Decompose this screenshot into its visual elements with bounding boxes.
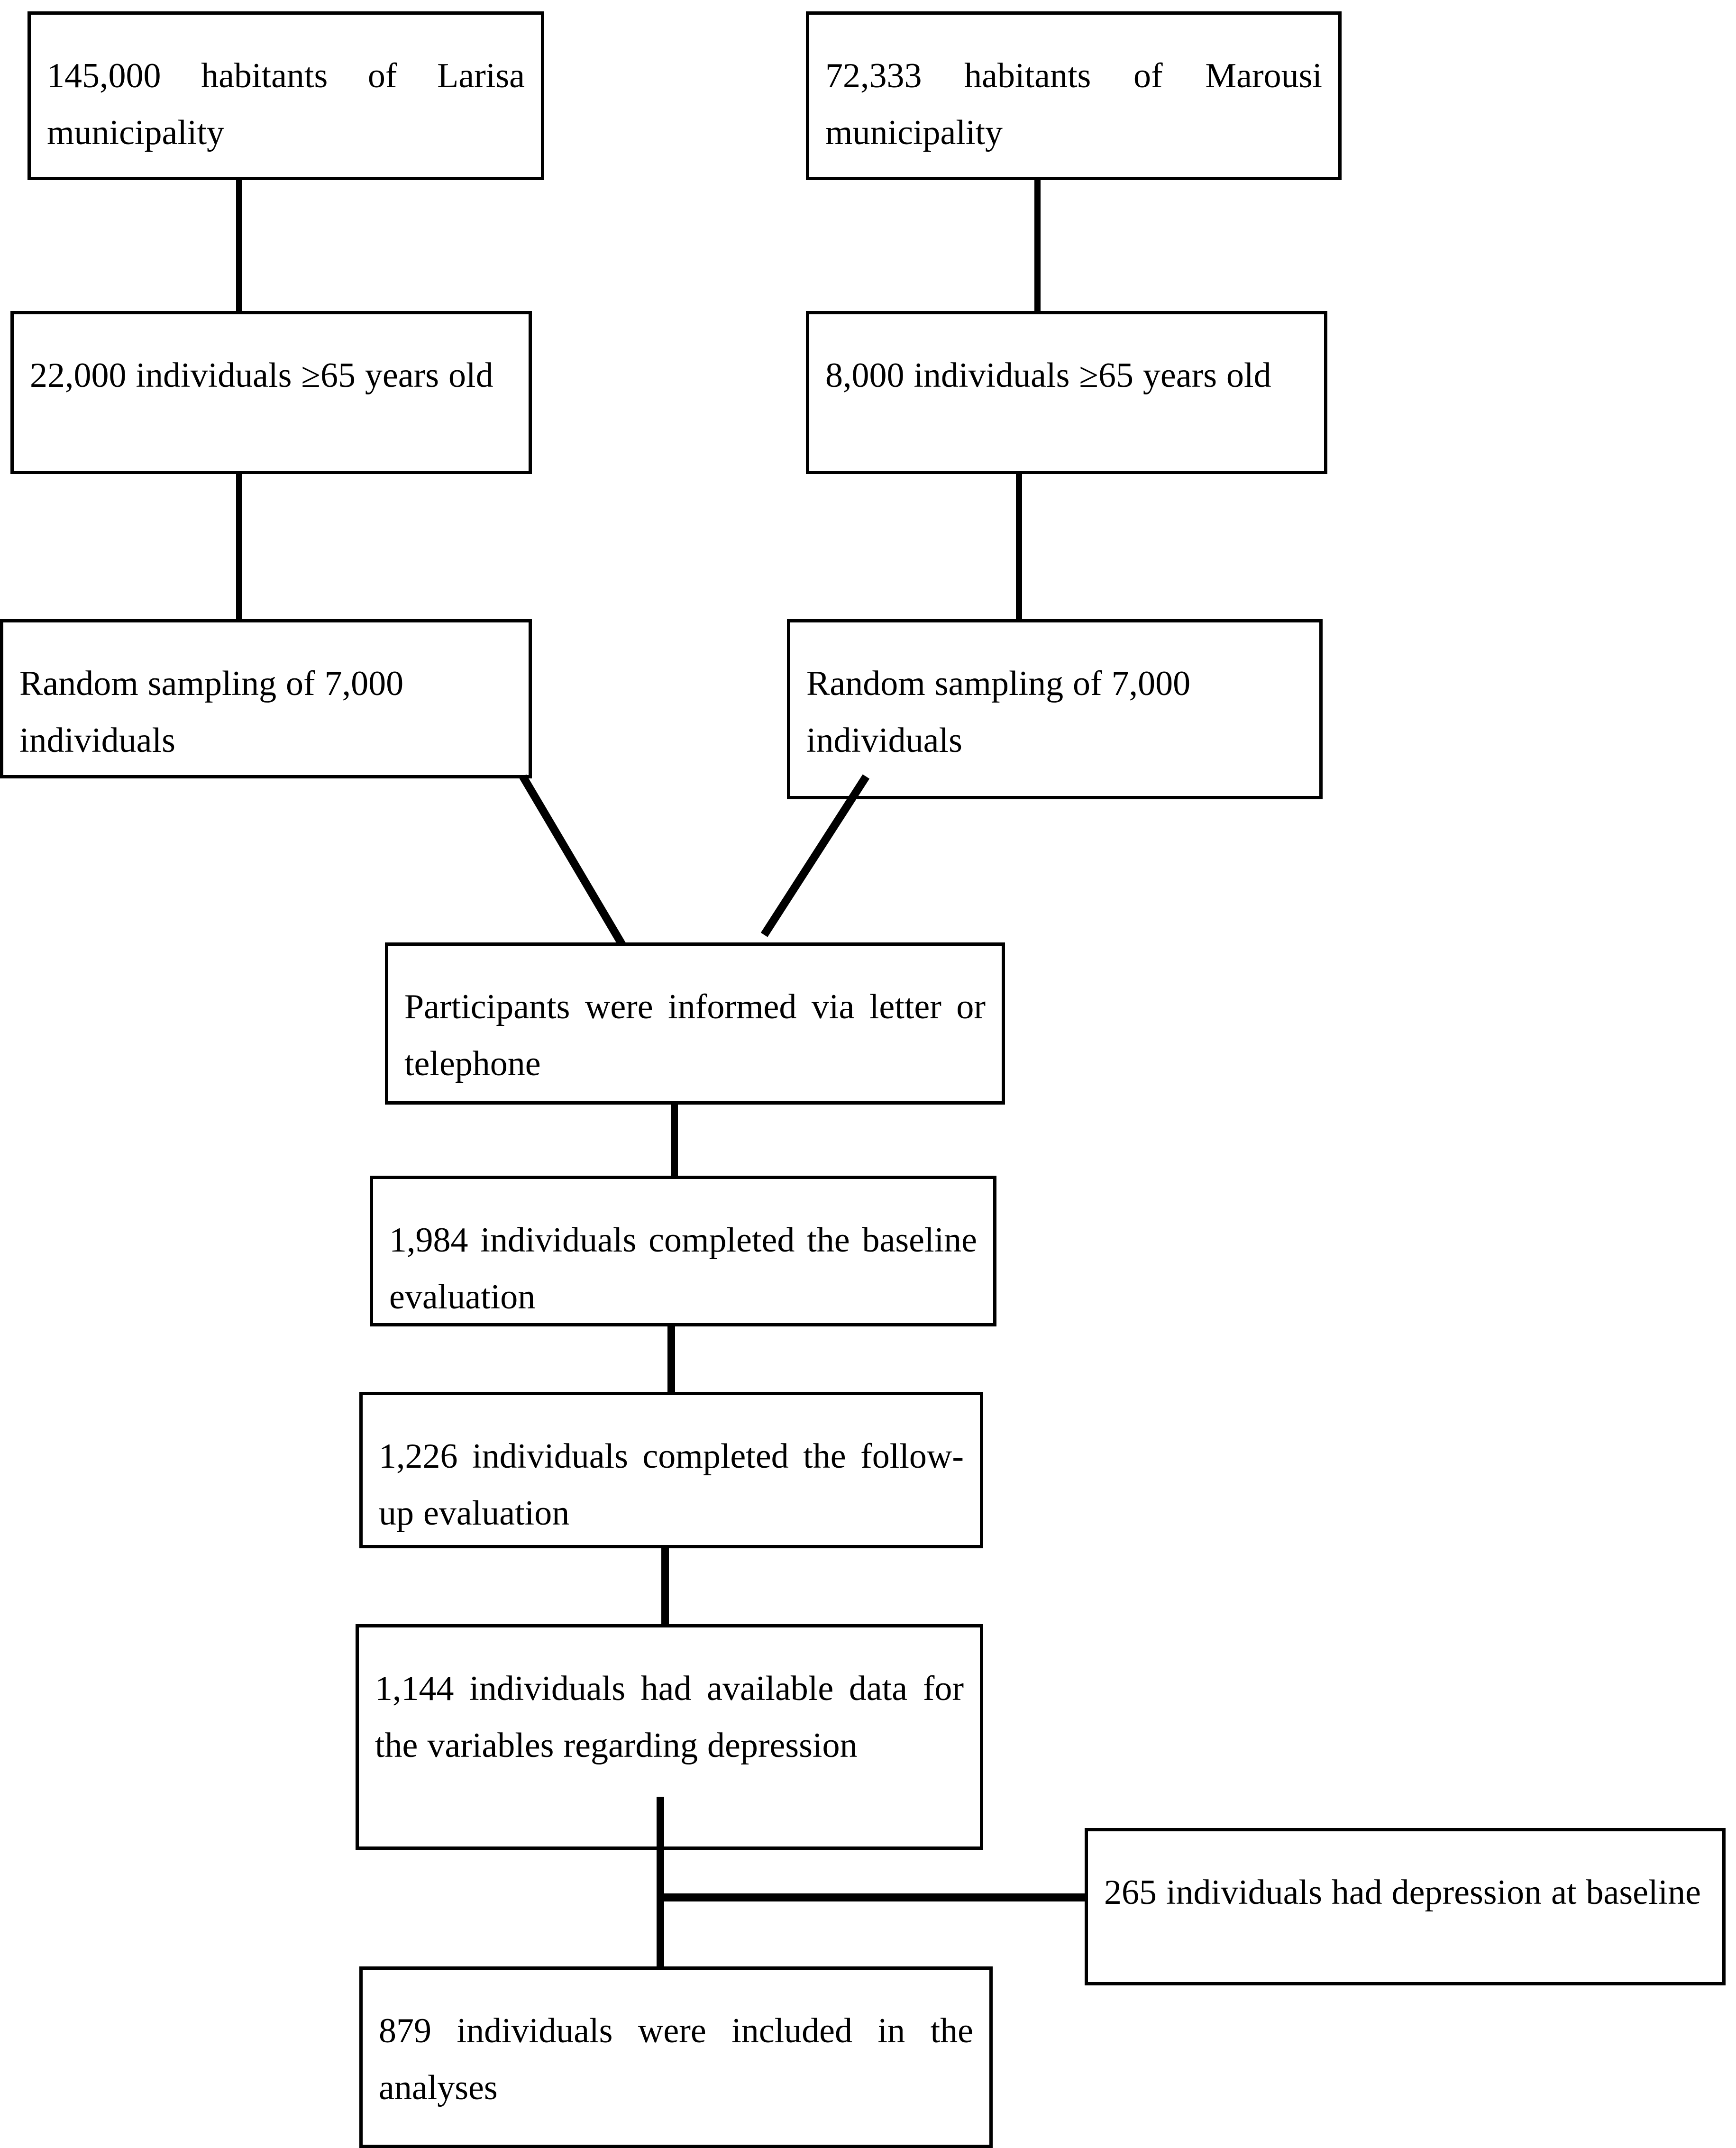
connector-samples-to-informed bbox=[0, 773, 1090, 953]
node-text-line: 1,226 individuals completed the follow-u… bbox=[379, 1437, 964, 1533]
connector-baseline-to-followup bbox=[667, 1325, 675, 1394]
node-marousi-population: 72,333 habitants of Marousi municipality bbox=[806, 11, 1342, 180]
connector-marousi-elderly-to-sample bbox=[1016, 473, 1022, 621]
node-larisa-sample: Random sampling of 7,000 individuals bbox=[0, 619, 532, 778]
node-text-line: 1,984 individuals completed the baseline… bbox=[389, 1221, 977, 1316]
node-larisa-population: 145,000 habitants of Larisa municipality bbox=[27, 11, 544, 180]
node-text-line: 72,333 habitants of Marousi municipality bbox=[825, 56, 1322, 152]
node-text-line: Random sampling of 7,000 individuals bbox=[806, 664, 1191, 760]
node-text-line: 265 individuals had depression at baseli… bbox=[1104, 1873, 1701, 1912]
node-available-data: 1,144 individuals had available data for… bbox=[356, 1624, 983, 1850]
connector-followup-to-available-data bbox=[661, 1547, 669, 1626]
connector-marousi-population-to-elderly bbox=[1034, 179, 1041, 313]
node-marousi-elderly: 8,000 individuals ≥65 years old bbox=[806, 311, 1327, 474]
node-excluded-depressed: 265 individuals had depression at baseli… bbox=[1085, 1828, 1726, 1985]
connector-informed-to-baseline bbox=[671, 1104, 678, 1178]
node-text-line: 22,000 individuals ≥65 years old bbox=[30, 356, 493, 395]
node-text-line: 145,000 habitants of Larisa municipality bbox=[47, 56, 525, 152]
node-participants-informed: Participants were informed via letter or… bbox=[385, 942, 1005, 1105]
node-text-line: 1,144 individuals had available data for… bbox=[375, 1669, 964, 1765]
node-baseline-completed: 1,984 individuals completed the baseline… bbox=[370, 1176, 996, 1326]
connector-available-data-to-included bbox=[657, 1797, 664, 1967]
node-text-line: 8,000 individuals ≥65 years old bbox=[825, 356, 1271, 395]
connector-larisa-elderly-to-sample bbox=[236, 473, 242, 621]
node-included-analyses: 879 individuals were included in the ana… bbox=[359, 1966, 993, 2148]
node-text-line: 879 individuals were included in the ana… bbox=[379, 2011, 973, 2107]
node-text-line: Participants were informed via letter or… bbox=[404, 987, 986, 1083]
node-larisa-elderly: 22,000 individuals ≥65 years old bbox=[10, 311, 532, 474]
connector-branch-to-excluded bbox=[657, 1893, 1086, 1901]
node-text-line: Random sampling of 7,000 individuals bbox=[19, 664, 404, 760]
connector-larisa-population-to-elderly bbox=[236, 179, 242, 313]
node-followup-completed: 1,226 individuals completed the follow-u… bbox=[359, 1392, 983, 1548]
node-marousi-sample: Random sampling of 7,000 individuals bbox=[787, 619, 1323, 799]
